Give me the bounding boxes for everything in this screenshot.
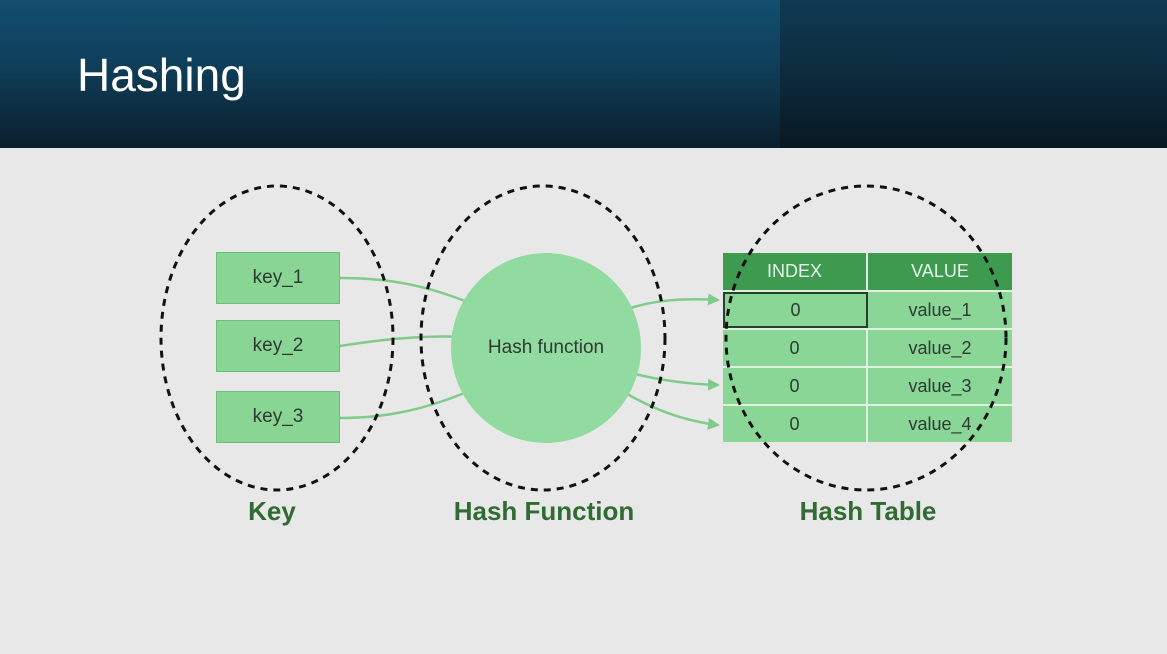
group-label-hash-table: Hash Table: [799, 496, 937, 526]
row-value: value_2: [908, 337, 972, 358]
row-index: 0: [723, 330, 868, 366]
hash-function-circle: Hash function: [451, 253, 641, 443]
table-row: 0 value_2: [723, 328, 1012, 366]
header-index: INDEX: [723, 253, 868, 290]
row-index: 0: [723, 292, 868, 328]
table-row: 0 value_1: [723, 290, 1012, 328]
row-index: 0: [723, 368, 868, 404]
slide-title: Hashing: [77, 49, 246, 101]
table-row: 0 value_4: [723, 404, 1012, 442]
key-box-3: key_3: [216, 391, 340, 443]
key-box-2: key_2: [216, 320, 340, 372]
table-header: INDEX VALUE: [723, 253, 1012, 290]
row-value: value_1: [908, 299, 972, 320]
group-label-hash-function: Hash Function: [453, 496, 635, 526]
row-value: value_3: [908, 375, 972, 396]
header-value: VALUE: [911, 261, 969, 281]
row-value: value_4: [908, 413, 972, 434]
key-box-1: key_1: [216, 252, 340, 304]
header-accent-panel: [780, 0, 1167, 148]
group-label-key: Key: [248, 496, 296, 526]
hash-function-label: Hash function: [487, 337, 605, 358]
table-row: 0 value_3: [723, 366, 1012, 404]
row-index: 0: [723, 406, 868, 442]
diagram-canvas: key_1 key_2 key_3 Hash function INDEX VA…: [0, 148, 1167, 654]
slide-header: Hashing: [0, 0, 1167, 148]
hash-table: INDEX VALUE 0 value_1 0 value_2 0 value_…: [723, 253, 1012, 442]
